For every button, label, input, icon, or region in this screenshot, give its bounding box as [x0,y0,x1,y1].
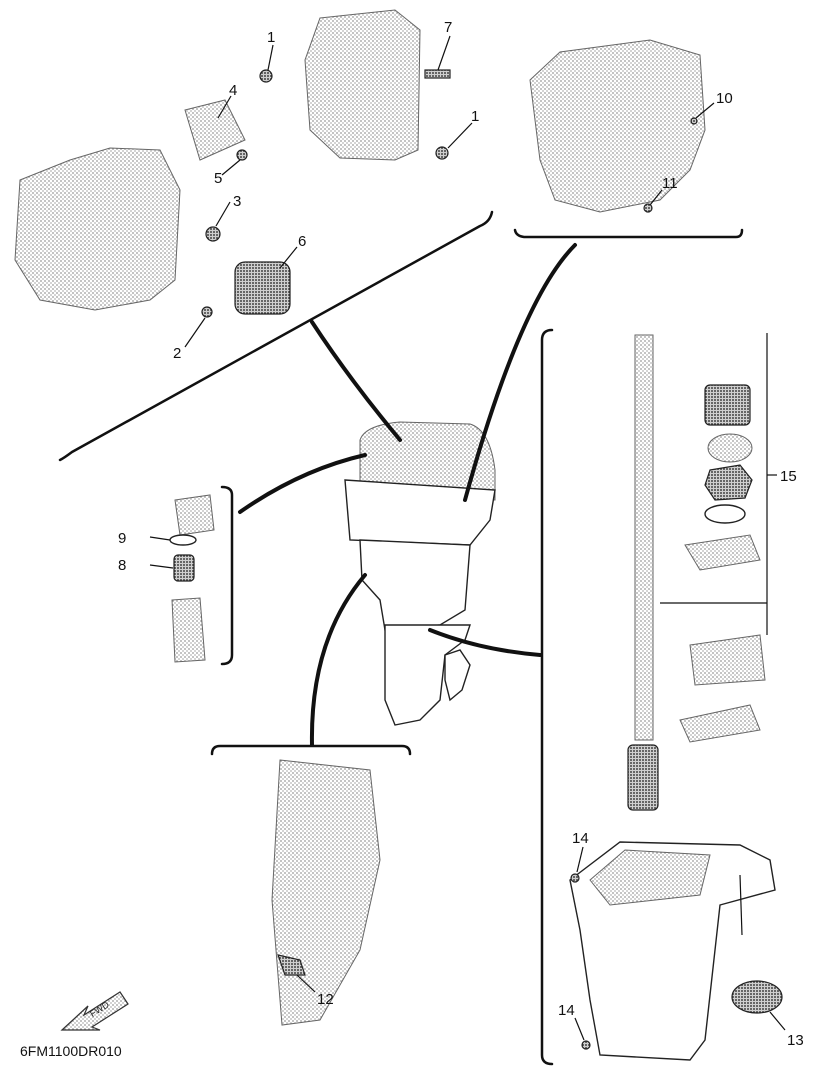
diagram-code: 6FM1100DR010 [20,1043,122,1059]
bolt-14a-illustration [570,873,580,883]
pump-base-illustration [689,634,766,686]
callout-2: 2 [173,345,181,362]
propeller-illustration [444,649,471,702]
pump-plate-illustration [684,534,761,571]
bracket-left [220,485,234,666]
pump-housing-illustration [704,384,751,426]
midsection-illustration [359,539,471,631]
pump-insert-illustration [707,433,753,463]
gasket-illustration [184,99,246,161]
callout-10: 10 [716,90,733,107]
leader-13 [769,1011,786,1031]
callout-1b: 1 [471,108,479,125]
group-thermostat: 9 8 [118,485,234,666]
cylinder-head-illustration [529,39,706,213]
thermostat-housing-illustration [171,597,206,663]
callout-13: 13 [787,1032,804,1049]
lower-unit-illustration [384,624,471,726]
sensor-7-illustration [424,69,451,79]
callout-3: 3 [233,193,241,210]
thermostat-8-illustration [173,554,195,582]
group-engine-top-right: 10 11 [513,39,744,239]
link-bottom [309,573,367,747]
leader-5 [221,159,241,176]
callout-6: 6 [298,233,306,250]
link-left [238,453,367,514]
bracket-right [540,328,554,1066]
gasket-12-illustration [277,954,306,976]
seal-11-illustration [643,203,653,213]
callout-4: 4 [229,82,237,99]
leader-anode-drop [739,874,743,936]
leader-7 [437,35,451,71]
leader-1b [447,122,473,149]
leader-4 [217,95,232,119]
bolt-1b-illustration [435,146,449,160]
callout-15: 15 [780,468,797,485]
anode-13-illustration [731,980,783,1014]
callout-7: 7 [444,19,452,36]
leader-6 [279,246,298,269]
oring-9-illustration [169,534,197,546]
callout-5: 5 [214,170,222,187]
leader-14b [574,1017,585,1041]
link-top-right [463,243,577,502]
callout-1a: 1 [267,29,275,46]
leader-12 [296,974,316,993]
callout-9: 9 [118,530,126,547]
leader-3 [215,201,231,227]
group-exhaust: 12 [210,744,412,1026]
exhaust-guide-illustration [271,759,381,1026]
lower-casing-top-illustration [589,849,711,906]
link-right [428,628,542,657]
group-engine-top-left: 1 1 2 3 4 5 6 7 [14,9,494,462]
group-lower-unit: 15 14 14 13 [540,328,804,1066]
bracket-top-right [513,228,744,239]
bolt-14b-illustration [581,1040,591,1050]
callout-12: 12 [317,991,334,1008]
fwd-arrow: FWD [60,991,129,1031]
callout-8: 8 [118,557,126,574]
oring-10-illustration [690,117,698,125]
drive-shaft-illustration [634,334,654,741]
leader-10 [695,102,715,119]
bolt-5-illustration [236,149,248,161]
crankcase-illustration [14,147,181,311]
leader-14a [576,846,584,873]
top-cowling-illustration [359,421,496,501]
callout-14a: 14 [572,830,589,847]
fitting-3-illustration [205,226,221,242]
outboard-motor-overview [238,243,577,747]
cylinder-block-illustration [304,9,421,161]
leader-11 [649,189,663,206]
bottom-cowling-illustration [344,479,496,546]
leader-1a [267,44,274,71]
shaft-bushing-illustration [627,744,659,811]
bracket-top-left [58,210,494,462]
bracket-bottom-left [210,744,412,756]
callout-14b: 14 [558,1002,575,1019]
leader-9 [149,536,171,541]
fwd-arrow-shape [60,991,129,1031]
link-top-left [310,320,402,442]
pump-gasket-illustration [679,704,761,743]
bolt-1a-illustration [259,69,273,83]
leader-2 [184,317,206,348]
oil-filter-illustration [234,261,291,315]
thermostat-cover-illustration [174,494,215,536]
callout-11: 11 [662,175,678,192]
impeller-illustration [704,464,753,501]
plug-2-illustration [201,306,213,318]
leader-8 [149,564,174,569]
pump-oring-illustration [704,504,746,524]
